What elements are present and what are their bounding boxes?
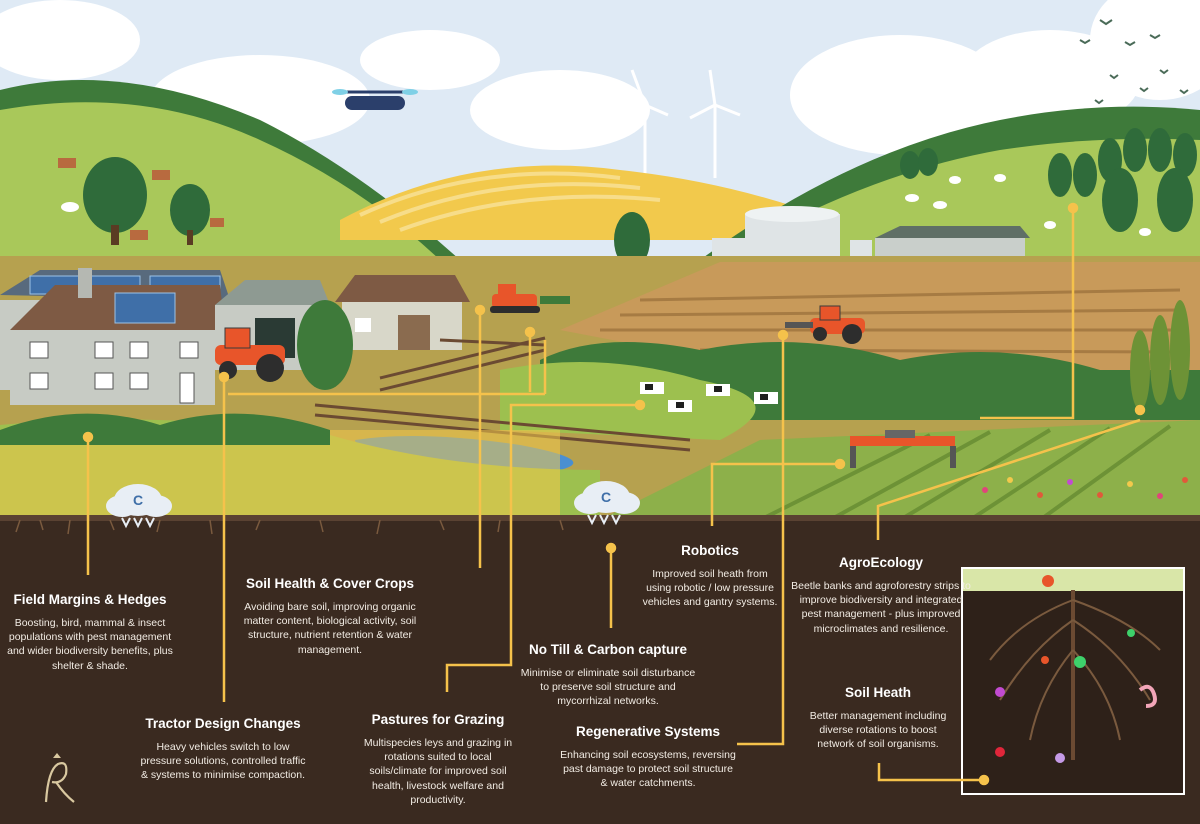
tree: [297, 300, 353, 390]
hill-cows: [58, 158, 224, 240]
connector-lines: [82, 202, 1146, 786]
birds-icon: [1079, 19, 1189, 105]
royal-cipher-logo: [44, 753, 75, 803]
pasture-cows: [640, 382, 778, 412]
regenerative-body: Enhancing soil ecosystems, reversing pas…: [560, 748, 736, 790]
agroecology-title: AgroEcology: [838, 555, 923, 570]
label-soil-heath: Soil Heath Better management including d…: [800, 685, 956, 752]
tracked-tractor-icon: [490, 284, 570, 313]
biodigester-building: [712, 206, 840, 256]
label-pastures: Pastures for Grazing Multispecies leys a…: [356, 712, 520, 808]
label-tractor-design: Tractor Design Changes Heavy vehicles sw…: [138, 716, 308, 783]
agroecology-body: Beetle banks and agroforestry strips to …: [791, 579, 971, 635]
solar-panel-roof: [114, 292, 176, 324]
drone-icon: [332, 89, 418, 110]
no-till-body: Minimise or eliminate soil disturbance t…: [520, 666, 696, 708]
label-robotics: Robotics Improved soil heath from using …: [640, 543, 780, 610]
label-field-margins: Field Margins & Hedges Boosting, bird, m…: [6, 592, 174, 673]
gantry-robot-icon: [850, 430, 956, 468]
robotics-body: Improved soil heath from using robotic /…: [642, 567, 778, 609]
soil-heath-body: Better management including diverse rota…: [809, 709, 947, 751]
robotics-title: Robotics: [681, 543, 739, 558]
tractor-icon: [215, 327, 285, 382]
tractor-design-title: Tractor Design Changes: [145, 716, 301, 731]
field-margins-title: Field Margins & Hedges: [13, 592, 167, 607]
tractor-design-body: Heavy vehicles switch to low pressure so…: [140, 740, 306, 782]
sky-clouds: [0, 0, 1200, 155]
soil-health-body: Avoiding bare soil, improving organic ma…: [243, 600, 417, 656]
soil-health-title: Soil Health & Cover Crops: [245, 576, 415, 591]
hill-trees: [83, 128, 1197, 268]
label-agroecology: AgroEcology Beetle banks and agroforestr…: [790, 555, 972, 636]
soil-heath-title: Soil Heath: [844, 685, 911, 700]
yellow-field-stripes: [359, 171, 661, 232]
pastures-title: Pastures for Grazing: [371, 712, 505, 727]
surface-roots: [15, 519, 564, 535]
co2-symbol: C: [133, 492, 143, 508]
wildflower-strip: [982, 477, 1188, 499]
no-till-title: No Till & Carbon capture: [528, 642, 688, 657]
wind-turbine-icon: [619, 69, 741, 178]
pastures-body: Multispecies leys and grazing in rotatio…: [363, 736, 513, 807]
crop-strip-rows: [759, 424, 1172, 522]
pasture-field: [500, 362, 756, 440]
co2-cloud-icon: C: [106, 484, 172, 529]
agroforestry-trees: [1130, 300, 1190, 410]
hill-sheep: [61, 174, 1151, 236]
label-soil-health: Soil Health & Cover Crops Avoiding bare …: [240, 576, 420, 657]
stable-building: [335, 275, 470, 350]
barn-building: [850, 226, 1030, 258]
lower-left-hedge: [0, 413, 330, 445]
co2-cloud-icon-2: C: [574, 481, 640, 526]
field-tractor-icon: [785, 305, 865, 344]
soil-inset: [961, 567, 1185, 795]
field-margins-body: Boosting, bird, mammal & insect populati…: [7, 616, 173, 672]
crop-strips: [600, 420, 1200, 520]
regenerative-title: Regenerative Systems: [575, 724, 721, 739]
co2-symbol-2: C: [601, 489, 611, 505]
label-no-till: No Till & Carbon capture Minimise or eli…: [520, 642, 696, 709]
label-regenerative: Regenerative Systems Enhancing soil ecos…: [560, 724, 736, 791]
